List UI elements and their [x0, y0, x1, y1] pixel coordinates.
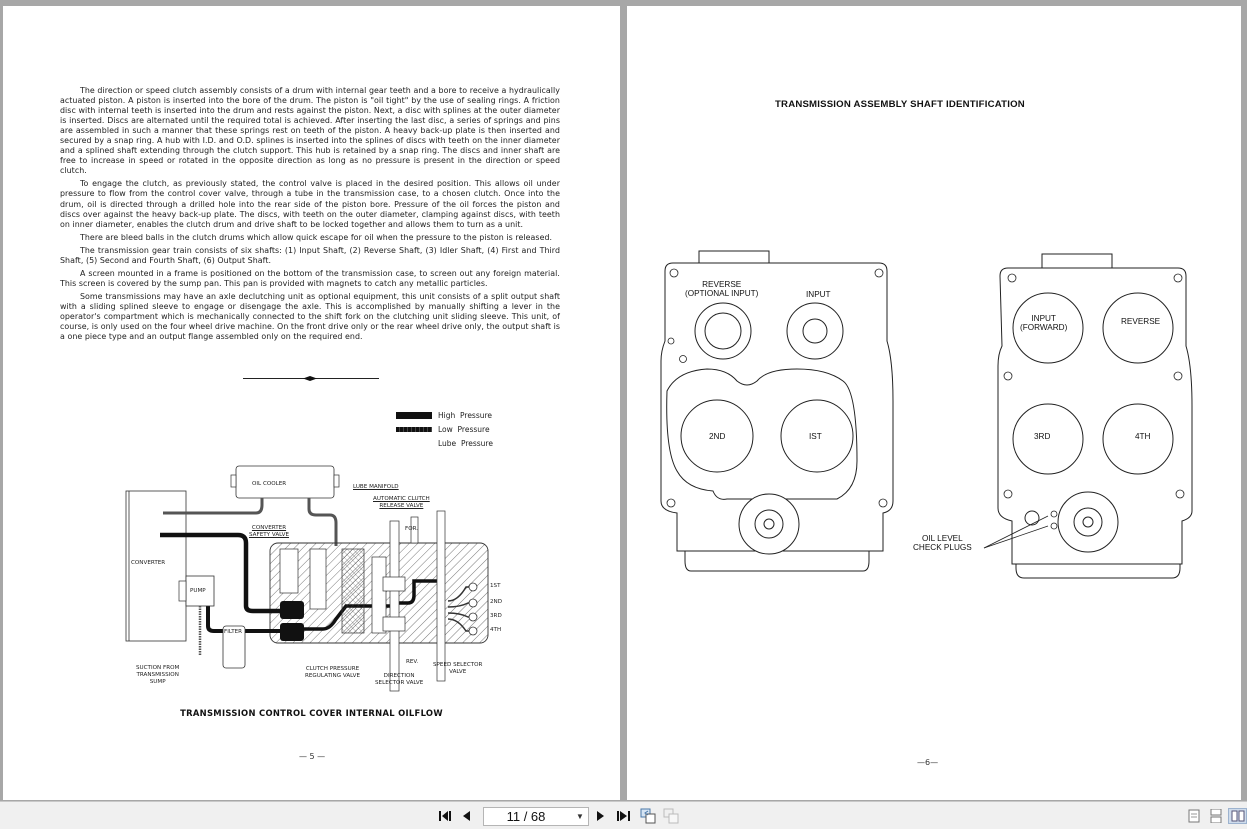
continuous-page-icon [1210, 809, 1222, 823]
label-converter: CONVERTER [131, 560, 166, 566]
page-number-dropdown[interactable]: 11 / 68 ▼ [483, 807, 589, 826]
label-input-forward: INPUT (FORWARD) [1020, 314, 1068, 332]
facing-pages-view-button[interactable] [1228, 808, 1247, 824]
lube-pressure-swatch [396, 440, 432, 447]
paragraph: Some transmissions may have an axle decl… [60, 291, 560, 342]
document-viewport[interactable]: The direction or speed clutch assembly c… [0, 0, 1247, 801]
legend-label: Low Pressure [438, 424, 490, 434]
label-oil-level-check-plugs: OIL LEVEL CHECK PLUGS [913, 534, 972, 552]
go-forward-view-button[interactable] [662, 808, 680, 824]
oilflow-diagram: OIL COOLER LUBE MANIFOLD AUTOMATIC CLUTC… [118, 461, 513, 696]
last-page-button[interactable] [615, 808, 633, 824]
pressure-legend: High Pressure Low Pressure Lube Pressure [396, 408, 493, 450]
paragraph: The transmission gear train consists of … [60, 245, 560, 265]
page-number: — 5 — [299, 752, 326, 761]
right-housing-drawing [983, 253, 1193, 579]
figure-caption: TRANSMISSION CONTROL COVER INTERNAL OILF… [180, 708, 443, 718]
label-forward: FOR. [405, 526, 419, 532]
label-pump: PUMP [190, 588, 206, 594]
paragraph: There are bleed balls in the clutch drum… [80, 232, 553, 242]
page-number: —6— [917, 758, 939, 767]
section-divider [243, 378, 379, 379]
legend-label: Lube Pressure [438, 438, 493, 448]
label-speed-selector-valve: SPEED SELECTOR VALVE [433, 662, 483, 675]
navigation-toolbar: 11 / 68 ▼ [0, 801, 1247, 829]
next-page-button[interactable] [594, 808, 606, 824]
label-clutch-pressure-valve: CLUTCH PRESSURE REGULATING VALVE [305, 666, 361, 679]
label-filter: FILTER [224, 629, 243, 635]
page-5: The direction or speed clutch assembly c… [3, 6, 620, 800]
left-housing-drawing [660, 250, 894, 572]
facing-pages-icon [1231, 810, 1244, 822]
label-4th: 4TH [490, 627, 502, 633]
low-pressure-swatch [396, 426, 432, 432]
label-2nd: 2ND [490, 599, 503, 605]
page-title: TRANSMISSION ASSEMBLY SHAFT IDENTIFICATI… [775, 99, 1025, 110]
legend-item-lube: Lube Pressure [396, 436, 493, 450]
label-oil-cooler: OIL COOLER [252, 481, 287, 487]
paragraph: The direction or speed clutch assembly c… [60, 86, 560, 176]
continuous-view-button[interactable] [1208, 808, 1224, 824]
legend-item-high: High Pressure [396, 408, 493, 422]
current-page-value: 11 / 68 [506, 809, 546, 824]
legend-label: High Pressure [438, 410, 493, 420]
page-6: TRANSMISSION ASSEMBLY SHAFT IDENTIFICATI… [627, 6, 1241, 800]
body-text: The direction or speed clutch assembly c… [60, 86, 560, 345]
paragraph: To engage the clutch, as previously stat… [60, 179, 560, 229]
label-2nd-shaft: 2ND [709, 432, 726, 441]
label-suction: SUCTION FROM TRANSMISSION SUMP [136, 665, 180, 685]
next-page-icon [597, 811, 604, 821]
previous-page-icon [463, 811, 470, 821]
chevron-down-icon: ▼ [576, 812, 584, 821]
label-4th-shaft: 4TH [1135, 432, 1151, 441]
single-page-view-button[interactable] [1186, 808, 1202, 824]
first-page-button[interactable] [437, 808, 455, 824]
label-reverse-optional-input: REVERSE (OPTIONAL INPUT) [685, 280, 759, 298]
label-1st: 1ST [490, 583, 501, 589]
oilflow-schematic-drawing [125, 465, 489, 692]
high-pressure-swatch [396, 411, 432, 419]
first-page-icon [439, 811, 451, 821]
label-reverse: REV. [406, 659, 419, 665]
label-lube-manifold: LUBE MANIFOLD [353, 484, 399, 490]
label-3rd: 3RD [490, 613, 502, 619]
forward-view-icon [663, 808, 679, 824]
back-view-icon [640, 808, 656, 824]
label-converter-safety-valve: CONVERTER SAFETY VALVE [249, 525, 290, 538]
label-3rd-shaft: 3RD [1034, 432, 1051, 441]
label-reverse-shaft: REVERSE [1121, 317, 1161, 326]
single-page-icon [1188, 809, 1200, 823]
last-page-icon [617, 811, 630, 821]
legend-item-low: Low Pressure [396, 422, 493, 436]
label-direction-selector-valve: DIRECTION SELECTOR VALVE [375, 673, 424, 686]
label-1st-shaft: IST [809, 432, 822, 441]
go-back-view-button[interactable] [639, 808, 657, 824]
paragraph: A screen mounted in a frame is positione… [60, 268, 560, 288]
label-auto-clutch-release-valve: AUTOMATIC CLUTCH RELEASE VALVE [373, 496, 430, 509]
previous-page-button[interactable] [460, 808, 474, 824]
label-input: INPUT [806, 290, 831, 299]
